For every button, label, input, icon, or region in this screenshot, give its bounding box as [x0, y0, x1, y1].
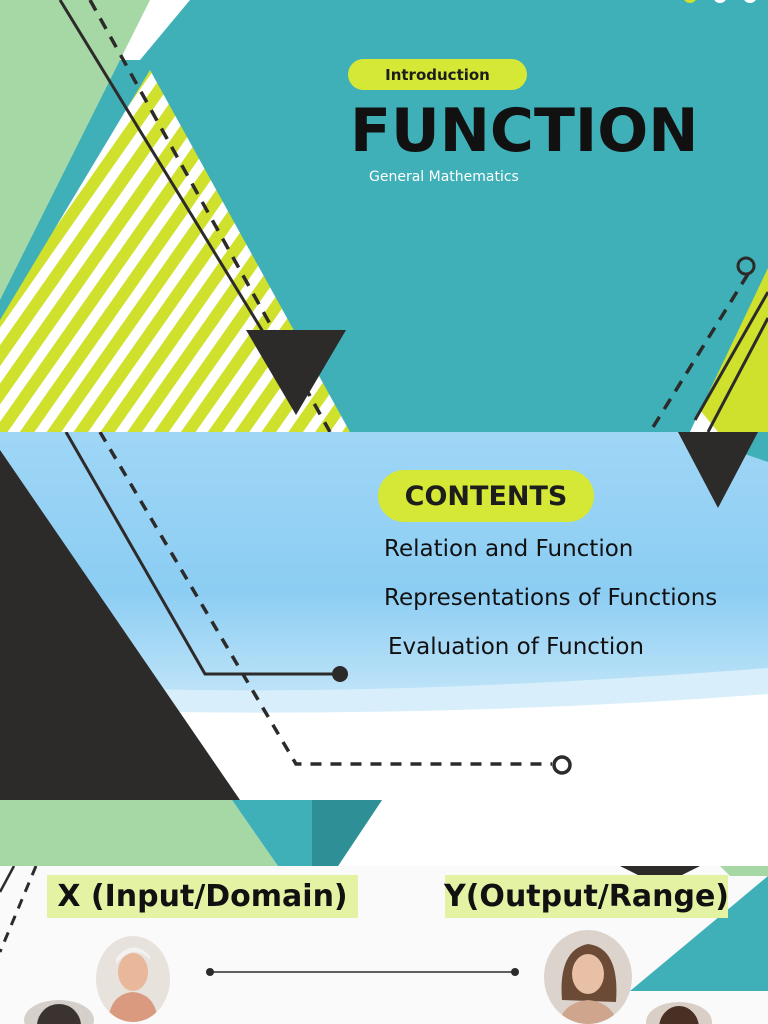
- person-photo-icon: [544, 930, 632, 1024]
- contents-heading: CONTENTS: [378, 470, 594, 522]
- person-photo-icon: [96, 936, 170, 1022]
- page-subtitle: General Mathematics: [369, 169, 519, 185]
- domain-label: X (Input/Domain): [47, 875, 358, 918]
- slide-title: Introduction FUNCTION General Mathematic…: [0, 0, 768, 432]
- person-photo-icon: [646, 1002, 712, 1024]
- slide-contents: CONTENTS Relation and Function Represent…: [0, 432, 768, 866]
- contents-item: Relation and Function: [384, 536, 634, 562]
- slide-mapping: X (Input/Domain) Y(Output/Range): [0, 866, 768, 1024]
- page-title: FUNCTION: [350, 96, 699, 166]
- contents-item: Representations of Functions: [384, 585, 718, 611]
- avatar: [646, 1002, 712, 1024]
- avatar: [544, 930, 632, 1024]
- title-background-art: [0, 0, 768, 432]
- range-label: Y(Output/Range): [444, 875, 729, 918]
- avatar: [96, 936, 170, 1022]
- contents-item: Evaluation of Function: [388, 634, 644, 660]
- intro-tag: Introduction: [348, 59, 527, 90]
- mapping-background-art: [0, 866, 768, 991]
